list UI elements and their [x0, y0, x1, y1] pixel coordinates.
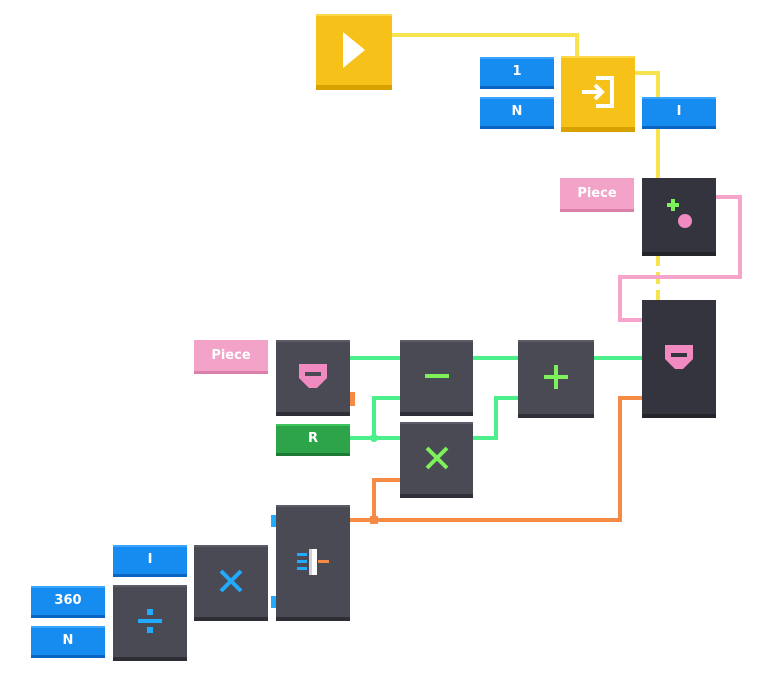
spawn-piece-icon — [642, 178, 716, 252]
divide-numerator-input[interactable]: 360 — [31, 586, 105, 618]
loop-enter-icon — [561, 56, 635, 127]
event-wire-start-loop — [392, 33, 579, 60]
rotate-vector-icon — [276, 505, 350, 617]
multiply-vector-node[interactable] — [400, 422, 473, 498]
radius-label: R — [307, 431, 318, 446]
divide-denominator-input[interactable]: N — [31, 626, 105, 658]
loop-to-input[interactable]: N — [480, 97, 554, 129]
minus-icon — [400, 340, 473, 412]
loop-index-label: I — [676, 104, 682, 119]
wire-junction-vector — [370, 516, 378, 524]
angle-index-input[interactable]: I — [113, 545, 187, 577]
port-rotate-in-top[interactable] — [271, 515, 276, 527]
get-piece-icon — [276, 340, 350, 412]
number-wire-mul-add — [471, 396, 520, 440]
loop-index-output[interactable]: I — [642, 97, 716, 129]
spawn-piece-input[interactable]: Piece — [560, 178, 634, 212]
port-rotate-in-bottom[interactable] — [271, 596, 276, 608]
get-piece-label: Piece — [211, 348, 251, 363]
event-wire-loop-spawn — [634, 71, 660, 178]
loop-node[interactable] — [561, 56, 635, 132]
angle-index-label: I — [147, 552, 153, 567]
play-icon — [316, 14, 392, 85]
start-event-node[interactable] — [316, 14, 392, 90]
spawn-piece-node[interactable] — [642, 178, 716, 256]
add-node[interactable] — [518, 340, 594, 418]
plus-icon — [518, 340, 594, 414]
loop-to-value: N — [511, 104, 523, 119]
vector-wire-rotate-set — [372, 396, 644, 522]
rotate-to-vector-node[interactable] — [276, 505, 350, 621]
set-piece-icon — [642, 300, 716, 414]
get-piece-input[interactable]: Piece — [194, 340, 268, 374]
loop-from-input[interactable]: 1 — [480, 57, 554, 89]
number-wire-r-sub — [348, 396, 402, 440]
piece-wire — [618, 195, 742, 322]
multiply-angle-node[interactable] — [194, 545, 268, 621]
radius-variable[interactable]: R — [276, 424, 350, 456]
get-piece-position-node[interactable] — [276, 340, 350, 416]
divide-denominator-value: N — [62, 633, 74, 648]
divide-icon — [113, 585, 187, 657]
divide-node[interactable] — [113, 585, 187, 661]
multiply-icon — [194, 545, 268, 617]
vector-wire-rotate-mul — [348, 478, 402, 522]
port-get-piece-vector[interactable] — [350, 392, 355, 406]
wire-junction-r — [370, 434, 378, 442]
subtract-node[interactable] — [400, 340, 473, 416]
set-piece-position-node[interactable] — [642, 300, 716, 418]
divide-numerator-value: 360 — [54, 593, 82, 608]
loop-from-value: 1 — [512, 64, 522, 79]
multiply-icon — [400, 422, 473, 494]
spawn-piece-label: Piece — [577, 186, 617, 201]
